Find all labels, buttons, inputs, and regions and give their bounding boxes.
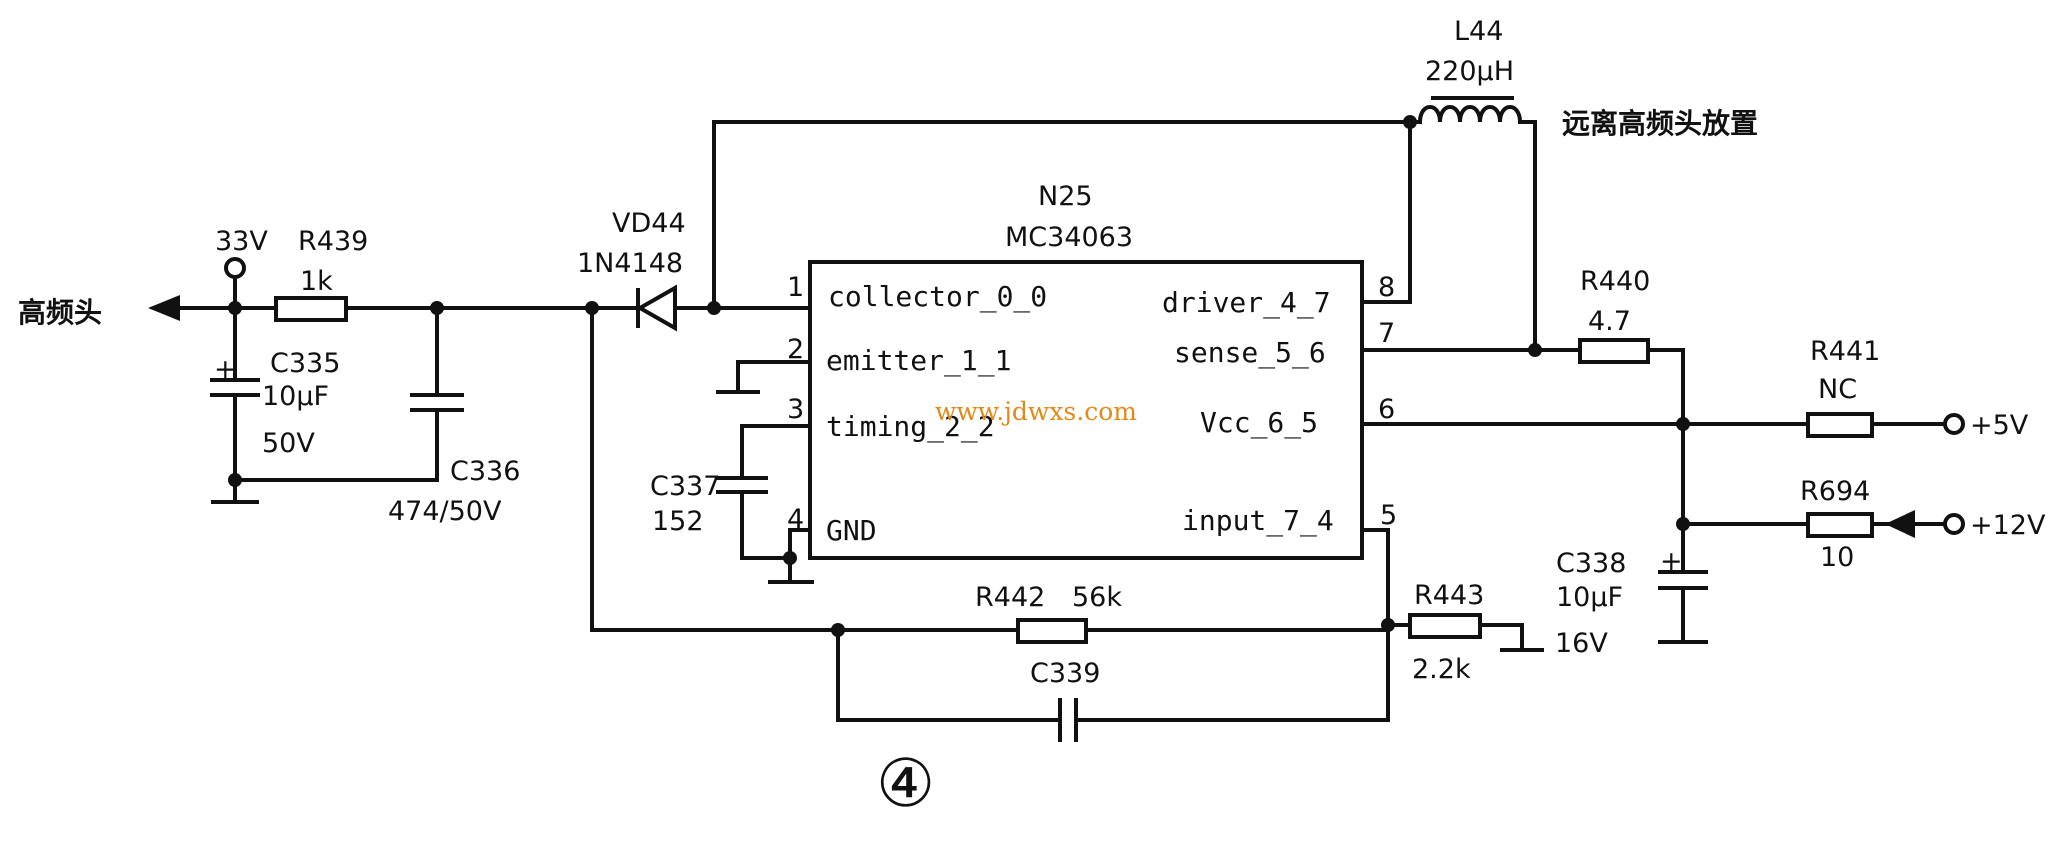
pin6-name: Vcc_6_5: [1200, 406, 1318, 440]
vd44-part: 1N4148: [577, 248, 683, 279]
pin4-name: GND: [826, 514, 877, 547]
v33-terminal: [224, 257, 246, 279]
pin3-num: 3: [787, 394, 804, 425]
plus12v-arrow: [1885, 510, 1915, 538]
c338-capacitor: +: [1658, 522, 1708, 644]
c335-value: 10μF: [262, 381, 329, 412]
pin1-name: collector_0_0: [828, 280, 1047, 314]
svg-text:+: +: [214, 354, 237, 385]
ic-ref: N25: [1038, 181, 1093, 212]
pin8-name: driver_4_7: [1162, 286, 1331, 320]
watermark: www.jdwxs.com: [935, 397, 1137, 426]
r694-label: R694: [1800, 476, 1870, 507]
r441-resistor: [1806, 412, 1874, 438]
l44-value: 220μH: [1425, 56, 1514, 87]
r441-label: R441: [1810, 336, 1880, 367]
c335-capacitor: +: [210, 306, 260, 482]
pin6-num: 6: [1378, 394, 1395, 425]
pin7-name: sense_5_6: [1174, 336, 1326, 370]
c338-voltage: 16V: [1555, 628, 1608, 659]
l44-note: 远离高频头放置: [1562, 107, 1758, 140]
r442-label: R442: [975, 582, 1045, 613]
pin8-num: 8: [1378, 272, 1395, 303]
r439-value: 1k: [300, 266, 333, 297]
pin5-name: input_7_4: [1182, 504, 1334, 538]
r694-value: 10: [1820, 542, 1854, 573]
plus12v-label: +12V: [1970, 510, 2046, 541]
c338-value: 10μF: [1556, 582, 1623, 613]
pin1-num: 1: [787, 272, 804, 303]
r443-value: 2.2k: [1412, 654, 1471, 685]
pin2-num: 2: [787, 334, 804, 365]
pin3-name: timing_2_2: [826, 410, 995, 444]
figure-number: ④: [876, 745, 935, 822]
vd44-diode: [635, 284, 812, 332]
plus5v-terminal: [1943, 413, 1965, 435]
plus12v-terminal: [1943, 513, 1965, 535]
c335-label: C335: [270, 348, 340, 379]
ic-part: MC34063: [1005, 222, 1133, 253]
c338-label: C338: [1556, 548, 1626, 579]
c335-voltage: 50V: [262, 428, 315, 459]
c339-label: C339: [1030, 658, 1100, 689]
pin7-num: 7: [1378, 318, 1395, 349]
svg-text:+: +: [1660, 546, 1683, 577]
r443-resistor: [1408, 613, 1482, 639]
r694-resistor: [1806, 512, 1874, 538]
r440-resistor: [1578, 338, 1650, 364]
l44-label: L44: [1454, 16, 1503, 47]
l44-inductor: [1408, 96, 1537, 352]
c339-capacitor: [1058, 698, 1078, 742]
c336-label: C336: [450, 456, 520, 487]
v33-label: 33V: [215, 226, 268, 257]
r439-resistor: [274, 296, 348, 322]
r443-label: R443: [1414, 580, 1484, 611]
r442-resistor: [1016, 618, 1088, 644]
c337-label: C337: [650, 471, 720, 502]
tuner-output-label: 高频头: [18, 296, 102, 329]
r440-value: 4.7: [1588, 306, 1631, 337]
r442-value: 56k: [1072, 582, 1122, 613]
pin2-name: emitter_1_1: [826, 344, 1011, 378]
c336-capacitor: [410, 306, 464, 482]
ic-n25-body: [808, 260, 1364, 560]
r439-label: R439: [298, 226, 368, 257]
c336-value: 474/50V: [388, 496, 502, 527]
r440-label: R440: [1580, 266, 1650, 297]
vd44-label: VD44: [612, 208, 686, 239]
plus5v-label: +5V: [1970, 410, 2029, 441]
c337-value: 152: [652, 506, 704, 537]
tuner-output-arrow: [148, 295, 237, 321]
pin4-num: 4: [787, 504, 804, 535]
pin5-num: 5: [1380, 500, 1397, 531]
r441-value: NC: [1818, 374, 1857, 405]
